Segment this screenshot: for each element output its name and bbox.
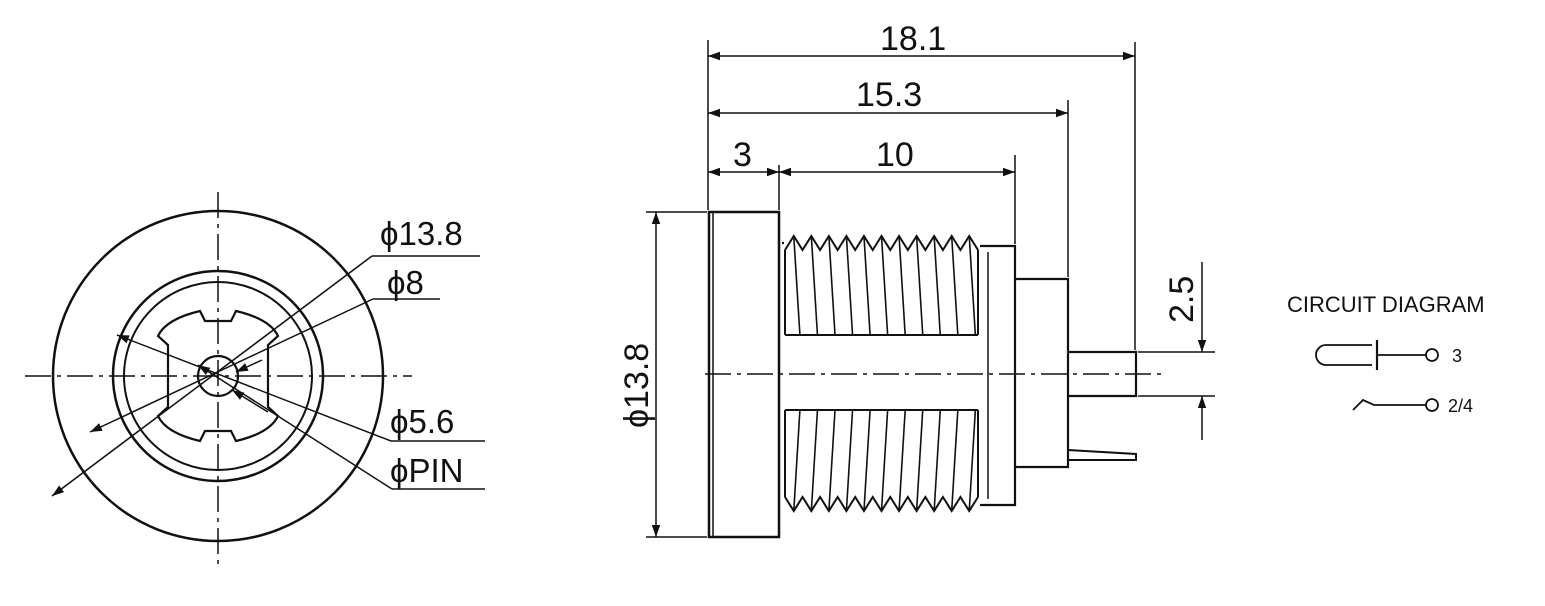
side-flange bbox=[707, 210, 781, 539]
side-thread-bottom bbox=[784, 409, 979, 513]
thread-bottom-tooth-line bbox=[792, 409, 801, 512]
side-dimensions bbox=[646, 40, 1215, 538]
front-outer-circle bbox=[51, 209, 385, 543]
thread-top-tooth-line bbox=[863, 235, 871, 336]
circuit-diagram-title: CIRCUIT DIAGRAM bbox=[1287, 292, 1485, 317]
label-thread: 10 bbox=[876, 136, 914, 174]
thread-bottom-tooth-line bbox=[845, 409, 854, 512]
thread-top-tooth-line bbox=[915, 235, 924, 336]
terminal-2-4-icon bbox=[1425, 398, 1439, 412]
thread-top-tooth-line bbox=[810, 235, 819, 336]
front-ring-outer bbox=[111, 269, 325, 483]
thread-top-tooth-line bbox=[845, 235, 854, 336]
label-pin: ϕPIN bbox=[390, 452, 464, 489]
side-rear-shoulder bbox=[980, 244, 1017, 507]
side-solder-tab bbox=[1067, 449, 1137, 461]
thread-bottom-tooth-line bbox=[810, 409, 819, 512]
thread-bottom-tooth-line bbox=[880, 409, 889, 512]
leader-inner-ring bbox=[89, 298, 374, 433]
terminal-2-4-label: 2/4 bbox=[1448, 396, 1473, 416]
label-total-length: 18.1 bbox=[880, 20, 946, 58]
thread-bottom-tooth-line bbox=[933, 409, 942, 512]
label-inner-ring: ϕ8 bbox=[387, 264, 424, 301]
terminal-3-label: 3 bbox=[1452, 346, 1462, 366]
thread-top-tooth-line bbox=[828, 235, 836, 336]
leader-pin-arrow-b bbox=[231, 389, 269, 413]
jack-sleeve-icon bbox=[1315, 344, 1372, 366]
leader-pin bbox=[197, 364, 393, 490]
front-view bbox=[25, 192, 485, 570]
side-rear-cap bbox=[1015, 277, 1070, 469]
thread-top-tooth-line bbox=[792, 235, 801, 336]
side-view bbox=[705, 210, 1162, 539]
thread-bottom-tooth-line bbox=[863, 409, 871, 512]
thread-bottom-tooth-line bbox=[915, 409, 924, 512]
label-flange-diameter: ϕ13.8 bbox=[618, 343, 656, 428]
circuit-symbol bbox=[1315, 340, 1439, 412]
label-pin-offset: 2.5 bbox=[1163, 276, 1201, 323]
front-ring-inner bbox=[123, 281, 313, 471]
front-cog-contour bbox=[156, 309, 280, 443]
thread-top-tooth-line bbox=[898, 235, 906, 336]
thread-top-tooth-line bbox=[880, 235, 889, 336]
thread-top-tooth-line bbox=[933, 235, 942, 336]
leader-socket bbox=[116, 334, 392, 442]
label-socket: ϕ5.6 bbox=[390, 403, 454, 440]
thread-bottom-tooth-line bbox=[968, 409, 977, 512]
thread-bottom-tooth-line bbox=[898, 409, 906, 512]
switch-contact-icon bbox=[1352, 398, 1426, 411]
label-flange: 3 bbox=[733, 136, 752, 174]
label-body-length: 15.3 bbox=[856, 76, 922, 114]
thread-bottom-tooth-line bbox=[950, 409, 959, 512]
side-thread-top bbox=[784, 234, 979, 336]
thread-bottom-tooth-line bbox=[828, 409, 836, 512]
thread-top-tooth-line bbox=[950, 235, 959, 336]
front-pin-circle bbox=[196, 354, 240, 398]
leader-outer-diameter bbox=[51, 255, 373, 497]
thread-top-tooth-line bbox=[968, 235, 977, 336]
label-outer-diameter: ϕ13.8 bbox=[380, 215, 463, 252]
leader-pin-arrow-c bbox=[235, 359, 263, 373]
side-pin bbox=[1068, 350, 1138, 398]
terminal-3-icon bbox=[1425, 348, 1439, 362]
